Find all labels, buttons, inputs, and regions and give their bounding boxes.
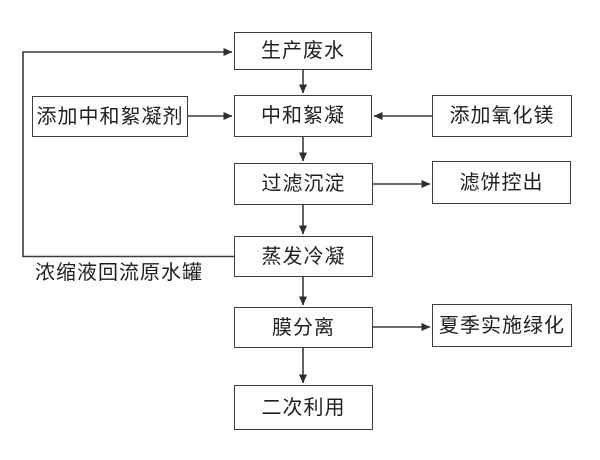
node-neutralization-flocculation-label: 中和絮凝	[261, 105, 345, 127]
node-add-neutralizing-flocculant-label: 添加中和絮凝剂	[36, 105, 184, 128]
node-filter-cake-out: 滤饼控出	[432, 161, 571, 204]
node-neutralization-flocculation: 中和絮凝	[234, 95, 372, 137]
node-summer-greening-label: 夏季实施绿化	[439, 314, 565, 337]
node-secondary-use-label: 二次利用	[261, 396, 346, 419]
node-production-wastewater: 生产废水	[234, 32, 372, 70]
node-filtration-sedimentation: 过滤沉淀	[234, 163, 373, 205]
node-add-neutralizing-flocculant: 添加中和絮凝剂	[32, 96, 188, 137]
node-summer-greening: 夏季实施绿化	[432, 304, 572, 347]
node-production-wastewater-label: 生产废水	[261, 40, 345, 62]
node-filter-cake-out-label: 滤饼控出	[459, 171, 544, 194]
node-evaporation-condensation-label: 蒸发冷凝	[261, 245, 346, 268]
edge-evaporation-feedback-to-production	[22, 48, 234, 258]
node-secondary-use: 二次利用	[234, 385, 373, 430]
node-add-magnesium-oxide: 添加氧化镁	[432, 95, 572, 137]
node-add-magnesium-oxide-label: 添加氧化镁	[449, 105, 555, 127]
node-evaporation-condensation: 蒸发冷凝	[234, 236, 373, 277]
node-membrane-separation-label: 膜分离	[272, 316, 335, 339]
node-filtration-sedimentation-label: 过滤沉淀	[261, 173, 346, 195]
node-membrane-separation: 膜分离	[234, 307, 373, 348]
recycle-return-annotation: 浓缩液回流原水罐	[35, 262, 203, 284]
